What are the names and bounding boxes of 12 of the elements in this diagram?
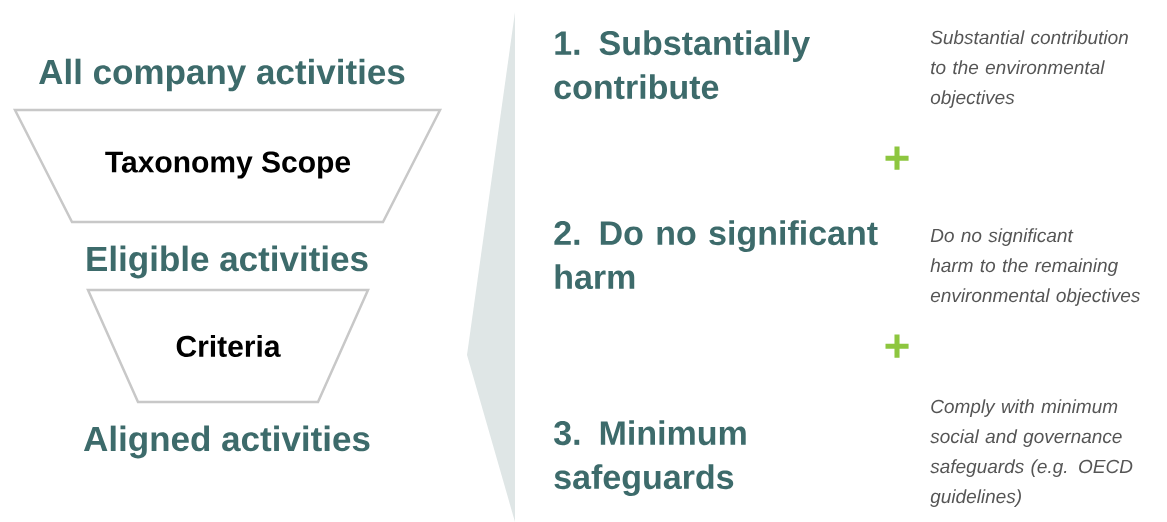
criterion-heading: 2. Do no significant harm — [554, 220, 878, 290]
criterion-heading: 1. Substantially contribute — [554, 30, 810, 100]
plus-sign: + — [885, 334, 909, 358]
plus-sign: + — [885, 146, 909, 170]
criterion-heading: 3. Minimum safeguards — [554, 420, 746, 497]
criterion-description: Comply with minimum social and governance safeguards (e.g. OECD guidelines) — [930, 399, 1133, 507]
stage-heading: Eligible activities — [87, 245, 368, 279]
criterion-description: Do no significant harm to the remaining environmental objectives — [930, 228, 1140, 306]
trapezoid-box: Criteria — [86, 288, 370, 404]
stage-heading: Aligned activities — [83, 425, 370, 459]
stage-heading: All company activities — [39, 58, 405, 92]
criterion-description: Substantial contribution to the environmental objectives — [930, 30, 1128, 108]
